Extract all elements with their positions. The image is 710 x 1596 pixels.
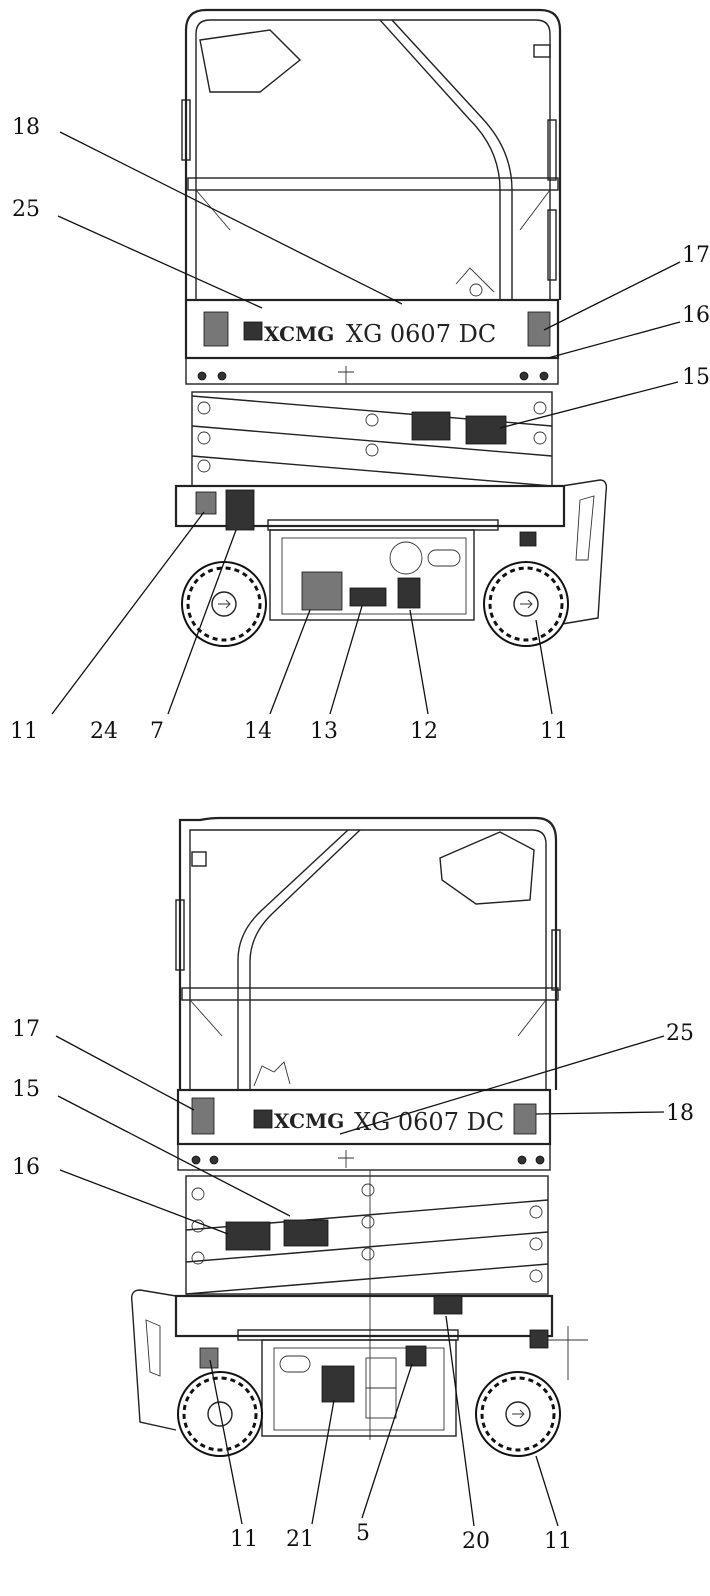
front-scissor-decal-15 <box>465 415 507 445</box>
front-scissor-decal-16 <box>411 411 451 441</box>
callout-7: 7 <box>150 719 164 744</box>
front-decal-13 <box>349 587 387 607</box>
rear-guardrail <box>175 816 561 1090</box>
front-view: XCMG XG 0607 DC <box>10 8 710 744</box>
front-platform: XCMG XG 0607 DC <box>184 298 560 385</box>
callout-14: 14 <box>244 719 272 744</box>
callout-24: 24 <box>90 719 118 744</box>
callout-12: 12 <box>410 719 438 744</box>
callout-25: 25 <box>12 197 40 222</box>
front-wheel-left <box>181 561 267 647</box>
rear-callout-5: 5 <box>356 1521 370 1546</box>
rear-decal-21 <box>321 1365 355 1403</box>
rear-chassis <box>130 1289 588 1437</box>
front-decal-7 <box>225 489 255 531</box>
callout-11-right: 11 <box>540 719 568 744</box>
callout-13: 13 <box>310 719 338 744</box>
rear-callout-11-right: 11 <box>544 1529 572 1554</box>
rear-callout-17: 17 <box>12 1017 40 1042</box>
rear-platform-decal-right <box>513 1103 537 1135</box>
rear-decal-20 <box>433 1295 463 1315</box>
front-decal-12 <box>397 577 421 609</box>
callout-18: 18 <box>12 115 40 140</box>
front-decal-24 <box>195 491 217 515</box>
front-decal-11b <box>519 531 537 547</box>
callout-16: 16 <box>682 303 710 328</box>
rear-logo-text: XCMG <box>274 1109 344 1133</box>
rear-decal-11a <box>199 1347 219 1369</box>
front-platform-decal-left <box>203 311 229 347</box>
front-guardrail <box>181 8 562 300</box>
rear-xcmg-logo-icon <box>253 1109 273 1129</box>
rear-callout-11-left: 11 <box>230 1527 258 1552</box>
rear-callouts: 17 25 15 18 16 11 21 5 20 11 <box>12 1017 694 1554</box>
front-model-text: XG 0607 DC <box>346 320 496 348</box>
front-callouts: 18 25 17 16 15 11 24 7 14 13 12 11 <box>10 115 710 744</box>
rear-scissor-stack <box>185 1170 549 1440</box>
rear-scissor-decal-16 <box>225 1221 271 1251</box>
front-platform-decal-right <box>527 311 551 347</box>
callout-17: 17 <box>682 243 710 268</box>
callout-11-left: 11 <box>10 719 38 744</box>
rear-callout-20: 20 <box>462 1529 490 1554</box>
front-scissor-stack <box>191 391 553 487</box>
rear-model-text: XG 0607 DC <box>354 1108 504 1136</box>
front-wheel-right <box>483 561 569 647</box>
xcmg-logo-icon <box>243 321 263 341</box>
rear-callout-16: 16 <box>12 1155 40 1180</box>
rear-callout-25: 25 <box>666 1021 694 1046</box>
front-decal-14 <box>301 571 343 611</box>
rear-decal-11b <box>529 1329 549 1349</box>
front-logo-text: XCMG <box>264 322 334 346</box>
rear-callout-21: 21 <box>286 1527 314 1552</box>
callout-15: 15 <box>682 365 710 390</box>
front-chassis <box>174 479 608 625</box>
rear-platform-decal-left <box>191 1097 215 1135</box>
rear-platform: XCMG XG 0607 DC <box>176 1088 552 1171</box>
rear-wheel-right <box>475 1371 561 1457</box>
rear-decal-5 <box>405 1345 427 1367</box>
rear-view: XCMG XG 0607 DC <box>12 816 694 1554</box>
rear-callout-15: 15 <box>12 1077 40 1102</box>
rear-scissor-decal-15 <box>283 1219 329 1247</box>
front-leader-lines <box>51 131 681 715</box>
rear-callout-18: 18 <box>666 1101 694 1126</box>
rear-leader-lines <box>55 1035 665 1527</box>
